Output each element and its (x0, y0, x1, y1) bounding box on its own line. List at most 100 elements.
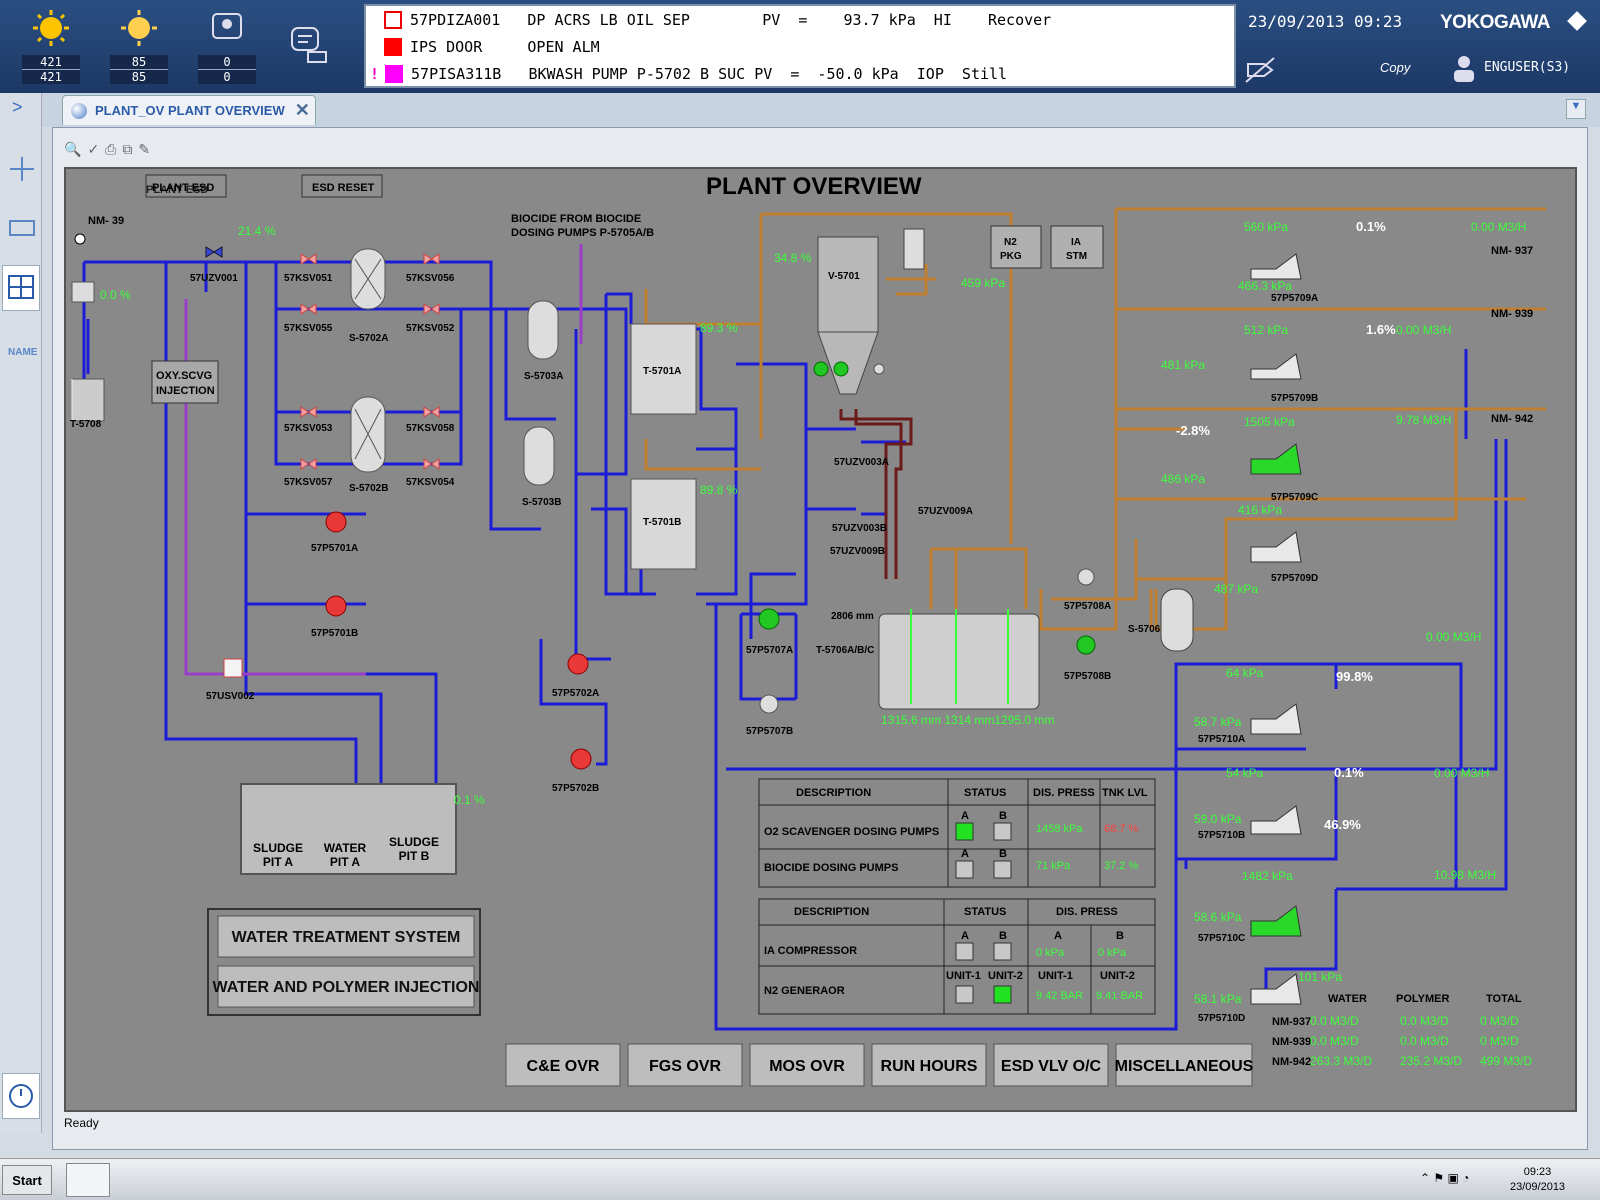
esd-reset-button[interactable]: ESD RESET (312, 182, 375, 194)
valve-ksv053[interactable] (300, 406, 317, 418)
dosing-pump-a[interactable] (813, 361, 829, 377)
alarm-row[interactable]: 57PDIZA001 DP ACRS LB OIL SEP PV = 93.7 … (372, 9, 1051, 31)
pump-57p5709c[interactable] (1250, 443, 1302, 475)
pump-57p5702a[interactable] (567, 653, 589, 675)
history-icon[interactable] (2, 1073, 40, 1119)
oxy-scavenger-box[interactable] (151, 360, 219, 404)
alarm-row[interactable]: !57PISA311B BKWASH PUMP P-5702 B SUC PV … (370, 63, 1007, 85)
pump-57p5701a[interactable] (325, 511, 347, 533)
pump-57p5707b[interactable] (759, 694, 779, 714)
meter-nm937-label: NM- 937 (1491, 245, 1533, 257)
message-monitor-icon[interactable] (290, 26, 330, 71)
start-button[interactable]: Start (2, 1165, 52, 1195)
dosing-pump-b[interactable] (833, 361, 849, 377)
zoom-icon[interactable]: 🔍 (64, 140, 82, 157)
pump-57p5710a[interactable] (1250, 703, 1302, 735)
valve-pct-469: 46.9% (1324, 817, 1361, 832)
edit-icon[interactable]: ✎ (138, 140, 151, 157)
valve-ksv056[interactable] (423, 253, 440, 265)
tray-icons[interactable]: ⌃ ⚑ ▣ ◔ (1420, 1171, 1470, 1185)
esd-reset-frame[interactable] (301, 174, 383, 198)
nav-esd-vlv-label[interactable]: ESD VLV O/C (1001, 1058, 1102, 1075)
pump-57p5701b[interactable] (325, 595, 347, 617)
close-icon[interactable]: ✕ (294, 100, 310, 120)
user-icon[interactable] (1452, 54, 1480, 89)
pump-57p5709d[interactable] (1250, 531, 1302, 563)
nav-fgs-ovr-label[interactable]: FGS OVR (649, 1058, 721, 1075)
valve-57usv002[interactable] (223, 658, 243, 678)
graphic-view-icon[interactable] (2, 265, 40, 311)
valve-ksv051[interactable] (300, 253, 317, 265)
plant-esd-button[interactable]: PLANT ESD (146, 184, 208, 196)
t1-row2-a-status[interactable] (955, 860, 974, 879)
keyboard-icon[interactable] (8, 217, 36, 244)
pump-57p5707a[interactable] (758, 608, 780, 630)
valve-ksv055[interactable] (300, 303, 317, 315)
pump-57p5710d[interactable] (1250, 973, 1302, 1005)
buzzer-off-icon[interactable] (1244, 56, 1278, 89)
copy-button[interactable]: Copy (1380, 60, 1411, 75)
nav-fgs-ovr-button[interactable] (627, 1043, 743, 1087)
reading-tank-levels: 1315.6 mm 1314 mm1295.0 mm (881, 713, 1054, 727)
expand-chevron-icon[interactable]: > (12, 97, 23, 117)
copy-icon[interactable]: ⧉ (122, 140, 133, 157)
pump-57p5709a[interactable] (1250, 253, 1302, 280)
ia-stm-box[interactable] (1050, 225, 1104, 269)
valve-ksv058[interactable] (423, 406, 440, 418)
pan-icon[interactable] (8, 155, 36, 188)
valve-ksv052[interactable] (423, 303, 440, 315)
nav-misc-label[interactable]: MISCELLANEOUS (1115, 1058, 1254, 1075)
nav-mos-ovr-button[interactable] (749, 1043, 865, 1087)
water-treatment-label[interactable]: WATER TREATMENT SYSTEM (232, 929, 461, 946)
print-icon[interactable]: ⎙ (105, 140, 117, 157)
nav-ce-ovr-button[interactable] (505, 1043, 621, 1087)
user-name[interactable]: ENGUSER(S3) (1484, 60, 1571, 75)
t1-head-status: STATUS (964, 787, 1006, 799)
water-polymer-button[interactable] (217, 965, 475, 1008)
t2-row2-u1-status[interactable] (955, 985, 974, 1004)
n2-pkg-box[interactable] (990, 225, 1042, 269)
dosing-pump-c[interactable] (873, 363, 885, 375)
t2-row2-u2-status[interactable] (993, 985, 1012, 1004)
t1-row1-a-status[interactable] (955, 822, 974, 841)
reading-p101: 101 kPa (1298, 970, 1342, 984)
pump-57p5709b[interactable] (1250, 353, 1302, 380)
pump-57p5702b[interactable] (570, 748, 592, 770)
alarm-row[interactable]: IPS DOOR OPEN ALM (372, 36, 600, 58)
pump-57p5710c[interactable] (1250, 905, 1302, 937)
plant-esd-label[interactable]: PLANT ESD (152, 182, 214, 194)
dropdown-chevron-icon[interactable]: ▼ (1566, 99, 1586, 119)
confirm-icon[interactable]: ✓ (87, 140, 100, 157)
water-treatment-button[interactable] (217, 915, 475, 958)
nav-misc-button[interactable] (1115, 1043, 1253, 1087)
nav-ce-ovr-label[interactable]: C&E OVR (527, 1058, 600, 1075)
valve-57uzv001[interactable] (205, 246, 223, 258)
nav-run-hours-label[interactable]: RUN HOURS (881, 1058, 978, 1075)
nav-run-hours-button[interactable] (871, 1043, 987, 1087)
taskbar-window-icon[interactable] (66, 1163, 110, 1197)
water-polymer-label[interactable]: WATER AND POLYMER INJECTION (213, 979, 480, 996)
valve-ksv057[interactable] (300, 458, 317, 470)
fan-57p5708a[interactable] (1077, 568, 1095, 586)
nav-mos-ovr-label[interactable]: MOS OVR (769, 1058, 845, 1075)
plant-esd-frame[interactable] (145, 174, 227, 198)
alarm-banner[interactable]: 57PDIZA001 DP ACRS LB OIL SEP PV = 93.7 … (364, 4, 1236, 88)
tab-plant-overview[interactable]: PLANT_OV PLANT OVERVIEW ✕ (62, 95, 316, 125)
tag-n2pkg-2: PKG (1000, 251, 1022, 262)
t1-a: A (961, 810, 969, 822)
t2-row1-a-status[interactable] (955, 942, 974, 961)
pump-57p5708b[interactable] (1076, 635, 1096, 655)
valve-ksv054[interactable] (423, 458, 440, 470)
t1-row1-b-status[interactable] (993, 822, 1012, 841)
t2-row1-b-status[interactable] (993, 942, 1012, 961)
oil-gas-lines (644, 207, 1546, 631)
pump-57p5710b[interactable] (1250, 805, 1302, 835)
wpt-row1-total: 0 M3/D (1480, 1014, 1519, 1028)
name-input-label[interactable]: NAME (8, 347, 38, 358)
t1-row2-b-status[interactable] (993, 860, 1012, 879)
nav-esd-vlv-button[interactable] (993, 1043, 1109, 1087)
